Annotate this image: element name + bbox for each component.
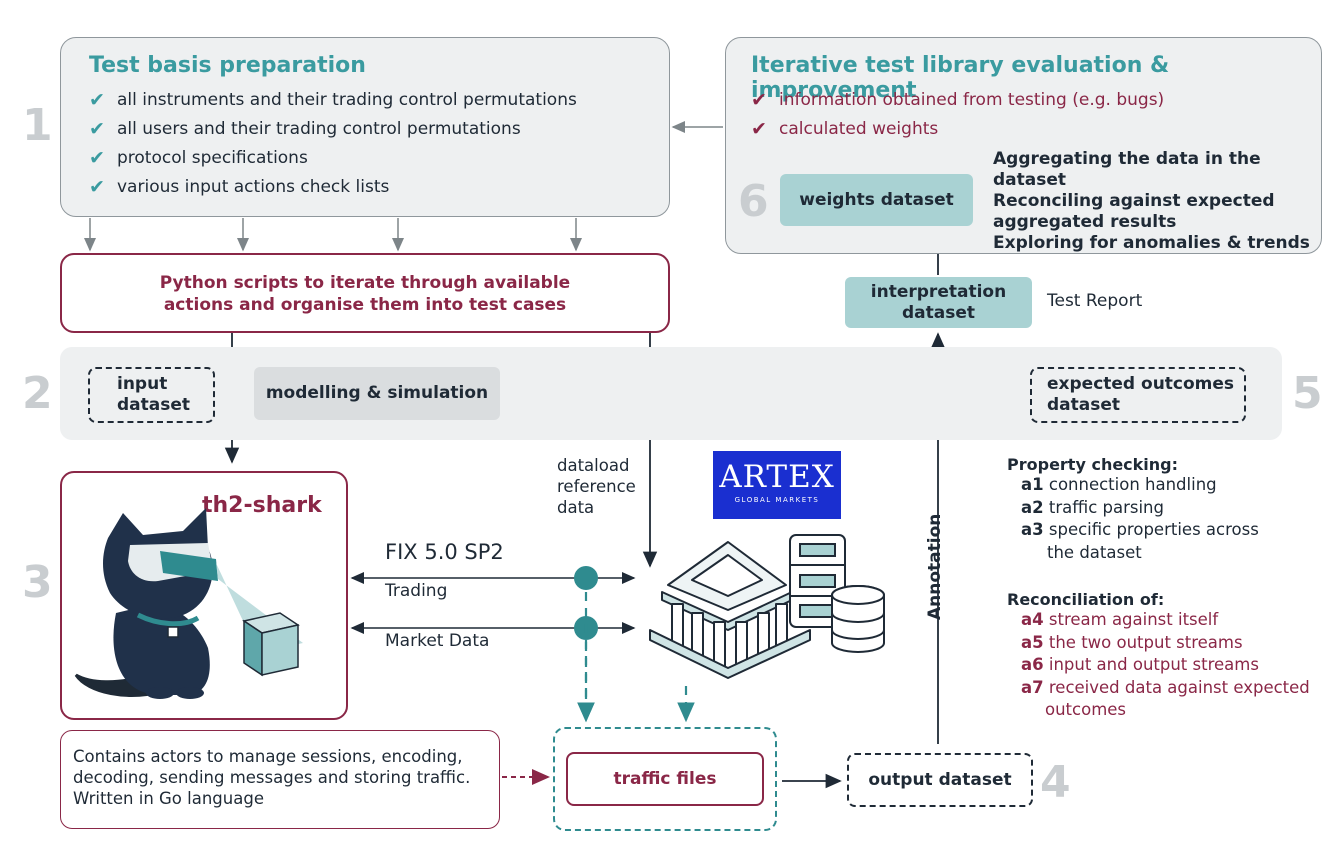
test-basis-box: Test basis preparation ✔all instruments … — [60, 37, 670, 217]
capture-arrows — [577, 592, 695, 723]
weights-dataset: weights dataset — [780, 174, 973, 226]
check-icon: ✔ — [751, 89, 767, 111]
weights-notes: Aggregating the data in the dataset Reco… — [993, 149, 1310, 253]
reconciliation: Reconciliation of: a4 stream against its… — [1007, 590, 1310, 722]
actors-line-2: decoding, sending messages and storing t… — [73, 768, 471, 787]
fix-protocol-label: FIX 5.0 SP2 — [385, 540, 504, 564]
basis-to-python-arrows — [84, 218, 582, 252]
list-item-cont: the dataset — [1047, 542, 1142, 562]
list-item: ✔information obtained from testing (e.g.… — [751, 86, 1164, 115]
list-item: ✔various input actions check lists — [89, 173, 577, 202]
check-icon: ✔ — [89, 176, 105, 198]
step-number-2: 2 — [22, 368, 53, 419]
check-icon: ✔ — [751, 118, 767, 140]
list-item: ✔calculated weights — [751, 115, 1164, 144]
check-icon: ✔ — [89, 118, 105, 140]
list-item: a3 specific properties across — [1021, 520, 1259, 539]
list-item: a6 input and output streams — [1021, 655, 1259, 674]
python-line-1: Python scripts to iterate through availa… — [159, 273, 571, 293]
th2-shark-box: th2-shark — [60, 471, 348, 720]
iterative-box: Iterative test library evaluation & impr… — [725, 37, 1322, 254]
test-basis-title: Test basis preparation — [89, 53, 366, 78]
property-checking: Property checking: a1 connection handlin… — [1007, 455, 1259, 564]
check-icon: ✔ — [89, 89, 105, 111]
market-data-label: Market Data — [385, 631, 490, 651]
step-number-3: 3 — [22, 557, 53, 608]
python-scripts-box: Python scripts to iterate through availa… — [60, 253, 670, 333]
step-number-1: 1 — [22, 100, 53, 151]
step-number-6: 6 — [738, 176, 769, 227]
actors-line-3: Written in Go language — [73, 789, 264, 808]
list-item: a7 received data against expected — [1021, 677, 1310, 697]
shark-cat-icon — [74, 508, 303, 699]
list-item: ✔all instruments and their trading contr… — [89, 86, 577, 115]
iterative-list: ✔information obtained from testing (e.g.… — [751, 86, 1164, 144]
interpretation-dataset: interpretation dataset — [845, 277, 1032, 328]
traffic-capture-zone — [553, 727, 777, 831]
check-icon: ✔ — [89, 147, 105, 169]
th2-shark-title: th2-shark — [202, 493, 322, 518]
list-item: a4 stream against itself — [1021, 610, 1219, 629]
actors-line-1: Contains actors to manage sessions, enco… — [73, 747, 463, 766]
trading-label: Trading — [385, 581, 448, 601]
artex-logo: ARTEX GLOBAL MARKETS — [713, 451, 841, 519]
test-basis-list: ✔all instruments and their trading contr… — [89, 86, 577, 202]
list-item: a5 the two output streams — [1021, 632, 1243, 652]
step-number-5: 5 — [1292, 368, 1323, 419]
step-number-4: 4 — [1040, 757, 1071, 808]
reconciliation-title: Reconciliation of: — [1007, 590, 1165, 609]
trading-tap — [574, 566, 598, 590]
actors-box: Contains actors to manage sessions, enco… — [60, 730, 500, 829]
annotation-label: Annotation — [925, 513, 945, 620]
dataload-label: dataload reference data — [557, 456, 636, 517]
python-line-2: actions and organise them into test case… — [163, 295, 567, 315]
property-title: Property checking: — [1007, 455, 1179, 474]
output-dataset: output dataset — [847, 753, 1033, 807]
input-dataset: input dataset — [88, 367, 215, 423]
exchange-icon — [649, 534, 885, 679]
iterative-title: Iterative test library evaluation & impr… — [751, 53, 1170, 103]
list-item: ✔all users and their trading control per… — [89, 115, 577, 144]
traffic-files: traffic files — [566, 752, 764, 806]
expected-outcomes-dataset: expected outcomes dataset — [1030, 367, 1246, 423]
list-item: ✔protocol specifications — [89, 144, 577, 173]
modelling-simulation: modelling & simulation — [254, 367, 500, 420]
list-item-cont: outcomes — [1045, 700, 1127, 719]
test-report-label: Test Report — [1047, 291, 1143, 311]
list-item: a2 traffic parsing — [1021, 497, 1164, 517]
list-item: a1 connection handling — [1021, 475, 1217, 494]
